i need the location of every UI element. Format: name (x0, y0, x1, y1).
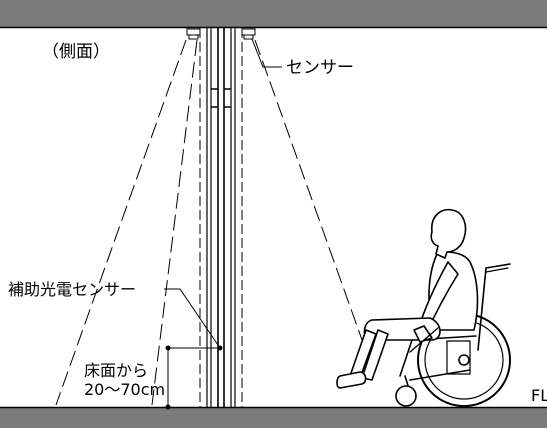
person-foot (336, 371, 367, 389)
wheelchair-caster (395, 385, 417, 407)
height-dimension (165, 345, 220, 410)
floor-level-label: FL (531, 386, 547, 405)
door-panel-right (223, 28, 243, 408)
sensor-callout: センサー (251, 38, 354, 78)
sensor-label: センサー (286, 58, 354, 78)
person-hand (413, 325, 433, 343)
floor-slab (0, 406, 547, 428)
height-label-line2: 20～70cm (84, 380, 165, 399)
person-head (430, 208, 467, 259)
aux-sensor-label: 補助光電センサー (8, 280, 136, 299)
wheelchair-user-figure (336, 208, 511, 407)
view-label: （側面） (42, 42, 110, 62)
ceiling-sensor-left (186, 28, 201, 40)
door-panel-left (199, 28, 219, 408)
ceiling-slab (0, 0, 547, 29)
person-torso (428, 251, 479, 331)
sensor-detection-zone (55, 39, 363, 406)
height-label-line1: 床面から (84, 361, 148, 380)
aux-sensor-callout: 補助光電センサー (8, 280, 223, 351)
door-frame-marks (211, 88, 231, 108)
ceiling-sensor-right (241, 28, 256, 40)
